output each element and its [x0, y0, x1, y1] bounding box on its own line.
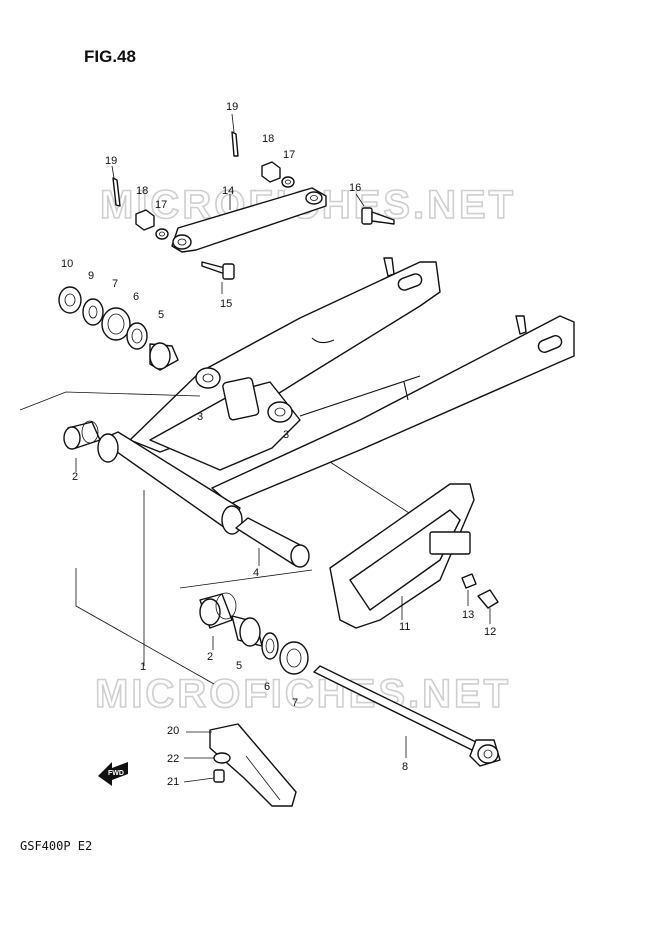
fwd-label: FWD [108, 770, 124, 777]
nut-10 [58, 286, 82, 314]
nut-18-upper [261, 161, 281, 183]
callout-labels: 1 2 2 3 3 4 5 5 6 6 7 7 8 9 10 11 12 13 … [61, 101, 496, 788]
torque-rod [171, 187, 327, 253]
leader-line-1 [75, 568, 215, 685]
callout-13: 13 [462, 609, 474, 621]
callout-16: 16 [349, 182, 361, 194]
callout-7-upper: 7 [112, 278, 118, 290]
model-code: GSF400P E2 [20, 839, 92, 853]
callout-17-upper: 17 [283, 149, 295, 161]
callout-4: 4 [253, 567, 259, 579]
leader-line-4 [179, 569, 313, 589]
spacer-5-lower [231, 615, 263, 647]
pivot-shaft [313, 665, 501, 767]
figure-title: FIG.48 [84, 47, 136, 66]
callout-5-upper: 5 [158, 309, 164, 321]
washer-6-lower [261, 632, 279, 660]
callout-15: 15 [220, 298, 232, 310]
bolt-16 [361, 207, 395, 225]
callout-8: 8 [402, 761, 408, 773]
callout-19-lower: 19 [105, 155, 117, 167]
callout-7-lower: 7 [292, 697, 298, 709]
nut-13 [461, 573, 477, 589]
seal-7-lower [279, 641, 309, 675]
callout-20: 20 [167, 725, 179, 737]
chain-case [329, 483, 475, 629]
callout-18-lower: 18 [136, 185, 148, 197]
callout-2-upper: 2 [72, 471, 78, 483]
callout-12: 12 [484, 626, 496, 638]
fwd-arrow-icon: FWD [98, 762, 128, 786]
washer-17-lower [155, 228, 169, 240]
callout-17-lower: 17 [155, 199, 167, 211]
chain-guard-bracket [209, 723, 297, 807]
cotter-pin-19-lower [112, 177, 121, 207]
callout-22: 22 [167, 753, 179, 765]
callout-1: 1 [140, 661, 146, 673]
watermark-bottom: MICROFICHES.NET [95, 672, 511, 716]
leader-line-pivot [19, 391, 201, 411]
washer-9 [82, 298, 104, 326]
callout-21: 21 [167, 776, 179, 788]
washer-22 [213, 752, 231, 764]
callout-2-lower: 2 [207, 651, 213, 663]
callout-leaders [75, 113, 491, 783]
washer-6 [126, 322, 148, 350]
bolt-15 [201, 261, 235, 280]
bolt-12 [477, 589, 499, 609]
callout-11: 11 [399, 621, 410, 633]
callout-18-upper: 18 [262, 133, 274, 145]
swingarm [97, 257, 575, 535]
needle-bearing-2-lower [199, 592, 237, 629]
washer-17-upper [281, 176, 295, 188]
leader-line-11 [329, 461, 421, 521]
spacer-5 [149, 342, 179, 371]
callout-6-upper: 6 [133, 291, 139, 303]
callout-14: 14 [222, 185, 234, 197]
seal-7 [101, 307, 131, 341]
callout-6-lower: 6 [264, 681, 270, 693]
screw-21 [213, 769, 225, 783]
callout-3-left: 3 [197, 411, 203, 423]
nut-18-lower [135, 209, 155, 231]
cotter-pin-19-upper [231, 131, 239, 157]
callout-10: 10 [61, 258, 73, 270]
callout-19-upper: 19 [226, 101, 238, 113]
callout-3-right: 3 [283, 429, 289, 441]
callout-9: 9 [88, 270, 94, 282]
callout-5-lower: 5 [236, 660, 242, 672]
spacer-tube-4 [235, 517, 310, 568]
needle-bearing-2-upper [63, 420, 101, 450]
